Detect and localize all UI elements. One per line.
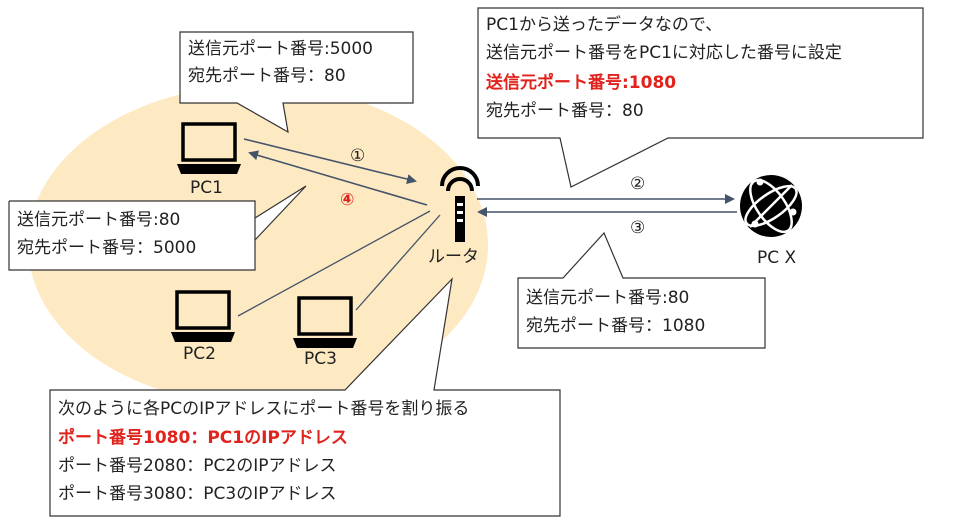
pc1-laptop-icon	[177, 122, 241, 174]
callout-left-shape	[8, 185, 307, 271]
callout-bottom-line3: ポート番号2080：PC2のIPアドレス	[58, 456, 337, 476]
callout-left-line2: 宛先ポート番号：5000	[17, 238, 197, 258]
pc1-label: PC1	[190, 178, 223, 198]
globe-icon	[740, 175, 802, 237]
callout-bottom-line1: 次のように各PCのIPアドレスにポート番号を割り振る	[58, 399, 470, 419]
callout-top-right-line1: PC1から送ったデータなので、	[486, 15, 723, 35]
callout-bottom-line2: ポート番号1080：PC1のIPアドレス	[58, 428, 348, 448]
step-1-label: ①	[350, 146, 366, 166]
callout-top-left-shape	[179, 31, 414, 134]
callout-top-left-line2: 宛先ポート番号：80	[188, 66, 346, 86]
pc3-label: PC3	[304, 349, 337, 369]
step-3-label: ③	[630, 218, 646, 238]
arrow-step4	[248, 150, 428, 206]
callout-right-line1: 送信元ポート番号:80	[526, 288, 690, 308]
callout-right-line2: 宛先ポート番号：1080	[526, 316, 706, 336]
callout-top-right-line4: 宛先ポート番号：80	[486, 101, 644, 121]
callout-bottom-shape	[49, 277, 561, 517]
router-label: ルータ	[428, 247, 479, 267]
callout-top-left-line1: 送信元ポート番号:5000	[188, 39, 373, 59]
callout-bottom-line4: ポート番号3080：PC3のIPアドレス	[58, 484, 337, 504]
callout-right-shape	[517, 231, 766, 349]
link-pc2-router	[237, 210, 431, 317]
pc2-label: PC2	[183, 344, 216, 364]
pc3-laptop-icon	[293, 296, 357, 348]
callout-top-right-line3: 送信元ポート番号:1080	[486, 73, 677, 93]
router-icon	[440, 166, 480, 242]
step-2-label: ②	[630, 174, 646, 194]
callout-top-right-shape	[477, 7, 924, 188]
lan-area	[28, 85, 488, 405]
step-4-label: ④	[340, 190, 355, 210]
pc2-laptop-icon	[171, 290, 235, 342]
callout-top-right-line2: 送信元ポート番号をPC1に対応した番号に設定	[486, 43, 842, 63]
pcx-label: PC X	[757, 248, 797, 268]
link-pc3-router	[355, 214, 441, 311]
callout-left-line1: 送信元ポート番号:80	[17, 210, 181, 230]
arrow-step1	[243, 138, 417, 184]
